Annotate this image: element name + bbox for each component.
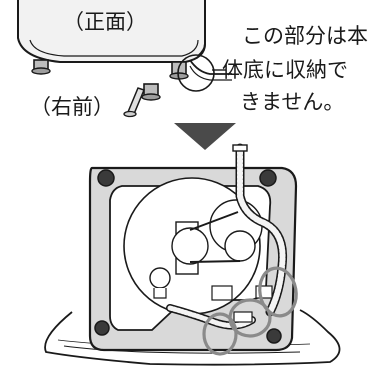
right-front-label: （右前） [30,95,114,119]
washer-top-view [17,0,232,118]
note-line-2: 体底に収納で [222,58,348,82]
highlight-circles [202,266,298,356]
down-arrow-icon [174,123,236,150]
foot-mid [141,83,161,101]
highlight-circle-top [177,54,215,92]
foot-left [31,59,51,75]
washer-bottom-view [44,143,341,366]
note-line-1: この部分は本 [242,24,368,48]
front-label: （正面） [63,10,147,34]
note-line-3: きません。 [240,90,345,114]
